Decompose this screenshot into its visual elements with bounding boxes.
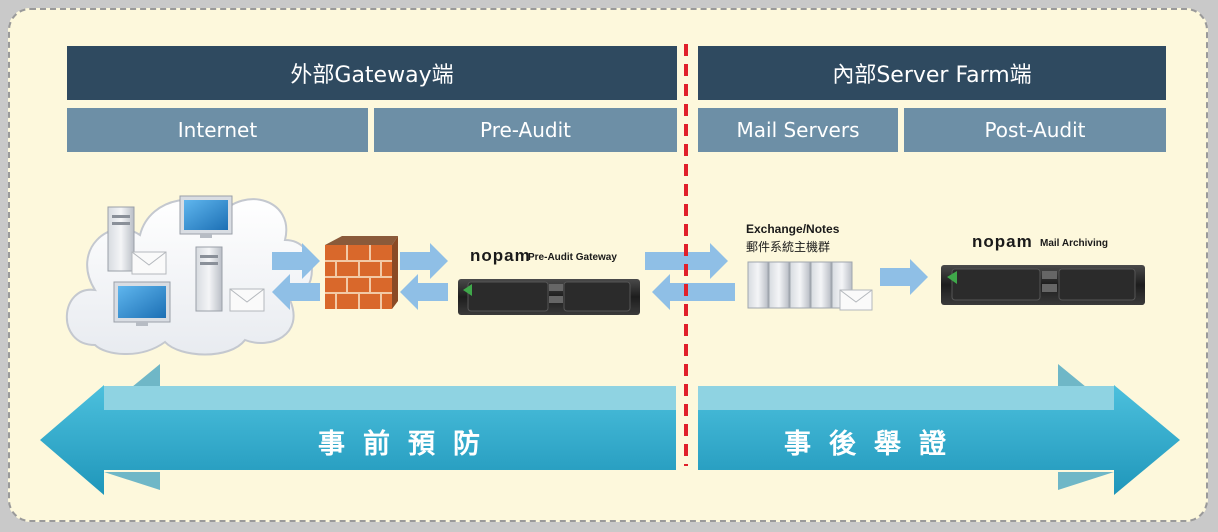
sub-header-pre-audit: Pre-Audit (374, 108, 677, 152)
sub-header-mail-servers: Mail Servers (698, 108, 898, 152)
pre-audit-gateway-label: Pre-Audit Gateway (528, 252, 617, 263)
mail-archiving-label: Mail Archiving (1040, 238, 1108, 249)
monitor-icon (113, 281, 171, 326)
mail-archiving-appliance (941, 265, 1145, 305)
header-external-gateway: 外部Gateway端 (67, 46, 677, 100)
flow-arrow-right (272, 243, 320, 279)
server-tower-icon (195, 246, 223, 312)
forensics-arrow (698, 364, 1180, 495)
red-dashed-divider (684, 44, 688, 466)
prevention-text: 事前預防 (318, 429, 498, 460)
header-internal-server-farm: 內部Server Farm端 (698, 46, 1166, 100)
server-tower-icon (107, 206, 135, 272)
flow-arrow-left (272, 274, 320, 310)
pre-audit-gateway-appliance (458, 279, 640, 315)
mail-servers-group (747, 261, 853, 309)
flow-arrow-right (400, 243, 448, 279)
flow-arrow-right (880, 259, 928, 295)
envelope-icon (229, 288, 265, 312)
nopam-logo: nopam (470, 246, 531, 265)
sub-header-internet: Internet (67, 108, 368, 152)
envelope-icon (131, 251, 167, 275)
forensics-text: 事後舉證 (784, 429, 964, 460)
firewall-icon (325, 236, 398, 309)
flow-arrow-left (400, 274, 448, 310)
sub-header-post-audit: Post-Audit (904, 108, 1166, 152)
prevention-arrow (40, 364, 676, 495)
mail-system-cluster-label: 郵件系統主機群 (746, 240, 831, 254)
envelope-icon (839, 289, 873, 311)
monitor-icon (179, 195, 233, 238)
flow-arrow-left (652, 274, 735, 310)
exchange-notes-label: Exchange/Notes (746, 222, 840, 236)
nopam-logo: nopam (972, 232, 1033, 251)
